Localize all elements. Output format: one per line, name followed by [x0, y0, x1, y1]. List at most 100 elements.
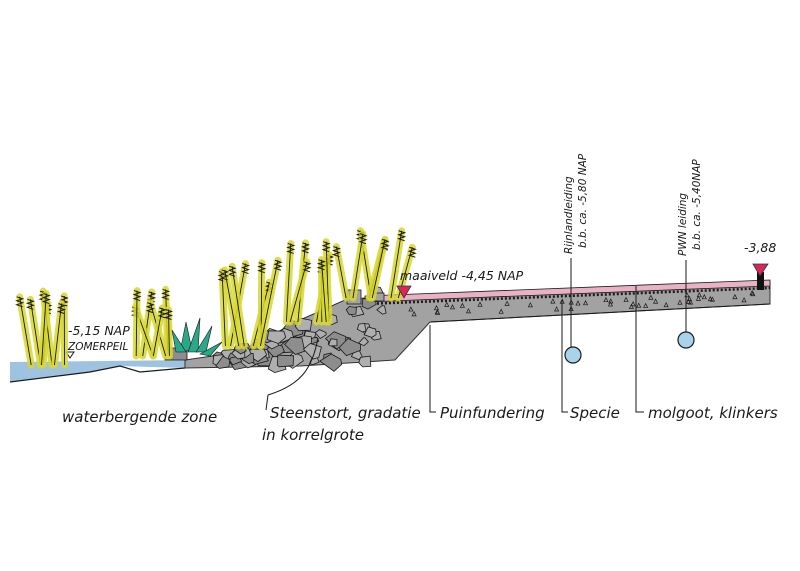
reed-plume: [25, 298, 35, 310]
reed-plume: [302, 261, 312, 273]
gravel: [648, 294, 654, 300]
gravel: [449, 304, 456, 310]
reed-plume: [358, 233, 368, 245]
stone: [314, 329, 327, 340]
water-bottom-line: [9, 365, 186, 383]
gravel: [554, 306, 560, 312]
gravel: [444, 301, 450, 307]
stone: [345, 306, 357, 316]
pavement-brick-layer: [364, 286, 771, 306]
right-level-label: -3,88: [744, 240, 776, 255]
pwn-pipe-depth: b.b. ca. -5,40NAP: [691, 159, 703, 250]
stone: [358, 355, 372, 368]
rock-label-line2: in korrelgrote: [262, 426, 364, 444]
green-plant: [171, 317, 223, 357]
stone: [276, 354, 295, 368]
gravel: [677, 299, 683, 305]
foundation-leader: [429, 325, 436, 413]
gravel: [741, 297, 747, 303]
stone: [266, 330, 287, 345]
reed-plume: [257, 262, 267, 274]
gravel: [465, 308, 472, 314]
gravel: [630, 301, 636, 307]
gravel: [643, 302, 649, 308]
foundation-bottom-line: [429, 303, 771, 323]
reed-plume: [397, 230, 407, 242]
reed-plume: [380, 238, 390, 250]
gravel: [607, 301, 614, 307]
gravel: [575, 300, 581, 306]
reed-plume: [15, 296, 25, 308]
gravel: [408, 306, 414, 312]
gravel: [701, 294, 707, 300]
reed-stem: [371, 239, 386, 299]
gravel: [628, 303, 634, 309]
right-level-marker-icon: [752, 263, 769, 277]
water-level-value: -5,15 NAP: [68, 323, 130, 338]
gutter-leader: [635, 286, 644, 413]
water-level-marker-icon: [65, 351, 75, 359]
gravel: [653, 298, 659, 304]
mortar-label: Specie: [570, 404, 620, 422]
rijnland-pipe-icon: [564, 346, 582, 364]
reed-plume: [145, 302, 155, 314]
pwn-pipe-name: PWN leiding: [677, 193, 689, 256]
gutter-label: molgoot, klinkers: [648, 404, 778, 422]
stone: [357, 337, 369, 347]
reed-stem: [41, 293, 47, 366]
reed-vegetation: [15, 227, 417, 369]
reed-plume: [273, 259, 283, 271]
reed-stem: [224, 269, 240, 347]
reed-plume: [407, 246, 417, 258]
gravel: [550, 298, 556, 304]
stone: [302, 343, 322, 360]
stone: [319, 353, 343, 372]
rock-leader: [265, 337, 319, 411]
stone: [338, 338, 362, 357]
rijnland-pipe-name: Rijnlandleiding: [563, 176, 575, 254]
foundation-label: Puinfundering: [440, 404, 545, 422]
gravel: [582, 300, 589, 306]
reed-plume: [157, 307, 167, 319]
reed-stem: [54, 303, 62, 366]
reed-plume: [240, 263, 251, 275]
reed-stem: [231, 266, 245, 347]
gravel: [603, 296, 609, 303]
gravel: [435, 309, 441, 315]
reed-stem: [352, 233, 364, 299]
mortar-leader: [561, 300, 568, 413]
reed-plume: [316, 259, 327, 271]
ground-level-marker-icon: [396, 285, 412, 299]
gravel: [663, 301, 669, 308]
gravel: [685, 298, 692, 304]
reed-plume: [41, 293, 51, 305]
gravel: [498, 308, 504, 314]
gravel: [477, 301, 483, 307]
reed-plume: [132, 290, 142, 302]
stone: [376, 305, 387, 315]
zone-label: waterbergende zone: [62, 408, 217, 426]
reed-plume: [227, 265, 237, 277]
stone: [328, 338, 338, 347]
reed-plume: [331, 246, 341, 258]
reed-stem: [168, 309, 170, 357]
reed-stem: [19, 296, 32, 366]
reed-stem: [135, 290, 138, 357]
right-level-post: [757, 272, 764, 290]
reed-stem: [321, 259, 327, 323]
reed-plume: [56, 303, 67, 315]
gravel: [732, 293, 738, 300]
gravel: [696, 292, 702, 298]
reed-stem: [285, 243, 292, 323]
gravel: [623, 296, 629, 302]
gravel: [636, 302, 642, 308]
gravel: [527, 302, 533, 308]
stone: [363, 326, 377, 338]
gravel: [433, 305, 440, 311]
rock-label-line1: Steenstort, gradatie: [270, 404, 421, 422]
reed-plume: [286, 242, 296, 254]
reed-plume: [161, 288, 171, 300]
reed-stem: [221, 271, 226, 347]
